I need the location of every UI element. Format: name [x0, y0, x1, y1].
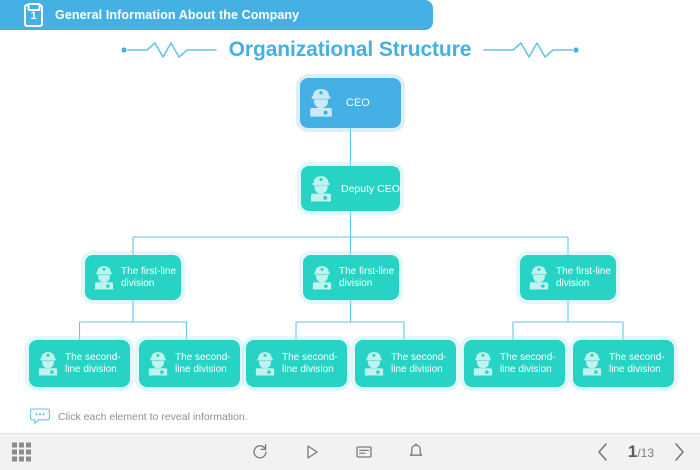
- org-node-label: Deputy CEO: [341, 182, 400, 195]
- officer-person-icon: [94, 265, 114, 290]
- org-node-label: The first-line division: [121, 265, 177, 289]
- org-node-label: The second-line division: [500, 351, 556, 375]
- officer-person-icon: [38, 351, 58, 376]
- org-node-second-line-5[interactable]: The second-line division: [464, 340, 565, 387]
- org-node-label: The second-line division: [175, 351, 231, 375]
- org-node-second-line-3[interactable]: The second-line division: [246, 340, 347, 387]
- org-node-label: The second-line division: [609, 351, 665, 375]
- page-current: 1: [627, 442, 638, 461]
- replay-icon[interactable]: [248, 440, 272, 464]
- officer-person-icon: [310, 89, 332, 117]
- slide-header-bar: 1 General Information About the Company: [0, 0, 433, 30]
- connector-lines: [78, 128, 624, 340]
- hint-text: Click each element to reveal information…: [58, 410, 248, 423]
- hint-row: Click each element to reveal information…: [30, 408, 248, 425]
- page-title: General Information About the Company: [55, 8, 300, 22]
- org-node-second-line-2[interactable]: The second-line division: [139, 340, 240, 387]
- org-node-first-line-1[interactable]: The first-line division: [85, 255, 181, 300]
- playback-controls: [248, 440, 428, 464]
- officer-person-icon: [148, 351, 168, 376]
- pagination-controls: 1 /13: [596, 442, 686, 462]
- clipboard-icon: 1: [24, 3, 43, 27]
- notes-icon[interactable]: [352, 440, 376, 464]
- org-node-first-line-2[interactable]: The first-line division: [303, 255, 399, 300]
- zigzag-right-decoration: [483, 42, 579, 58]
- slide-title-row: Organizational Structure: [0, 36, 700, 64]
- bottom-toolbar: 1 /13: [0, 433, 700, 470]
- speech-bubble-icon: [30, 408, 50, 425]
- clipboard-number: 1: [30, 10, 37, 22]
- org-chart: CEO Deputy CEO The f: [0, 64, 700, 404]
- officer-person-icon: [311, 175, 331, 202]
- org-node-deputy-ceo[interactable]: Deputy CEO: [301, 166, 400, 211]
- org-node-first-line-3[interactable]: The first-line division: [520, 255, 616, 300]
- page-indicator: 1 /13: [628, 442, 654, 462]
- officer-person-icon: [364, 351, 384, 376]
- org-node-label: The first-line division: [339, 265, 395, 289]
- org-node-second-line-4[interactable]: The second-line division: [355, 340, 456, 387]
- org-node-label: The second-line division: [391, 351, 447, 375]
- zigzag-left-decoration: [121, 42, 217, 58]
- officer-person-icon: [582, 351, 602, 376]
- org-node-label: The first-line division: [556, 265, 612, 289]
- org-node-label: The second-line division: [65, 351, 121, 375]
- slide-title: Organizational Structure: [228, 38, 472, 61]
- chevron-left-icon[interactable]: [596, 442, 610, 462]
- bell-icon[interactable]: [404, 440, 428, 464]
- grid-menu-icon[interactable]: [12, 442, 31, 462]
- org-node-second-line-6[interactable]: The second-line division: [573, 340, 674, 387]
- officer-person-icon: [473, 351, 493, 376]
- org-node-ceo[interactable]: CEO: [300, 78, 401, 128]
- play-icon[interactable]: [300, 440, 324, 464]
- org-node-label: The second-line division: [282, 351, 338, 375]
- chevron-right-icon[interactable]: [672, 442, 686, 462]
- org-node-label: CEO: [346, 97, 370, 109]
- page-total: /13: [637, 446, 654, 460]
- officer-person-icon: [529, 265, 549, 290]
- org-node-second-line-1[interactable]: The second-line division: [29, 340, 130, 387]
- officer-person-icon: [312, 265, 332, 290]
- officer-person-icon: [255, 351, 275, 376]
